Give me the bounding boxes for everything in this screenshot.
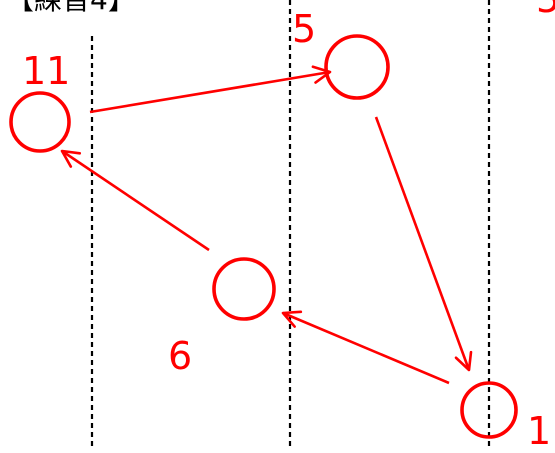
node-5-circle <box>324 34 390 100</box>
node-label-6: 6 <box>168 334 193 378</box>
node-label-11: 11 <box>22 49 71 93</box>
node-11-circle <box>9 91 71 153</box>
edge-11-to-5 <box>89 65 332 114</box>
node-1-circle <box>460 381 518 439</box>
node-6-circle <box>212 257 276 321</box>
edge-5-to-1 <box>374 116 473 372</box>
edge-1-to-6 <box>281 310 450 385</box>
page-heading: 【練習4】 <box>6 0 136 14</box>
corner-mark: 5 <box>536 0 555 18</box>
edge-6-to-11 <box>60 149 210 252</box>
node-label-5: 5 <box>292 7 317 51</box>
node-label-1: 1 <box>527 409 552 453</box>
